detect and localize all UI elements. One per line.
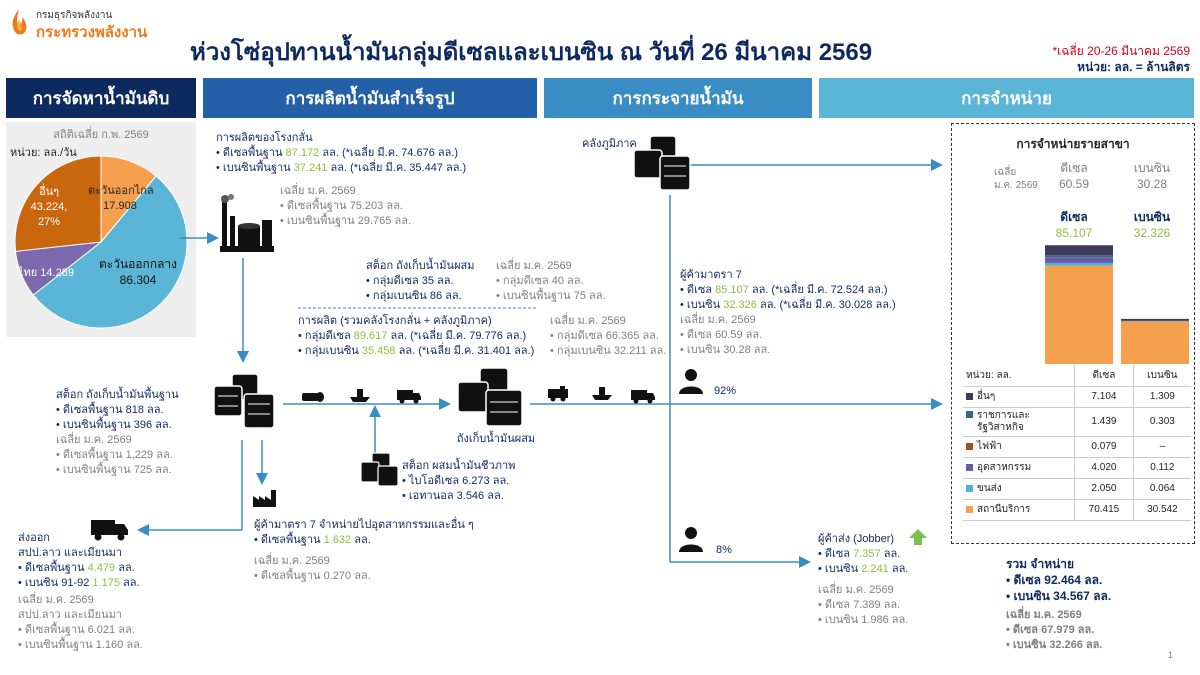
base-stock-tanks-icon: [213, 373, 275, 429]
share-8: 8%: [716, 544, 732, 556]
pie-label-other: อื่นๆ 43.224, 27%: [30, 186, 68, 228]
table-row: ไฟฟ้า 0.079–: [963, 436, 1191, 458]
bar-segment-0-4: [1045, 255, 1113, 258]
crude-unit: หน่วย: ลล./วัน: [10, 147, 77, 159]
page-title: ห่วงโซ่อุปทานน้ำมันกลุ่มดีเซลและเบนซิน ณ…: [190, 39, 873, 66]
truck-icon: [397, 390, 421, 404]
truck-icon-2: [631, 390, 655, 404]
unit-cell: หน่วย: ลล.: [963, 365, 1075, 387]
section-distribution: การกระจายน้ำมัน: [544, 78, 812, 118]
share-92: 92%: [714, 385, 737, 397]
export-truck-icon: [91, 520, 128, 541]
blend-stock-avg: เฉลี่ย ม.ค. 2569 กลุ่มดีเซล 40 ลล. เบนซิ…: [496, 259, 626, 304]
crude-pie-chart: [14, 155, 188, 329]
production-block: การผลิต (รวมคลังโรงกลั่น + คลังภูมิภาค) …: [298, 314, 558, 359]
ship-icon-2: [592, 387, 612, 400]
blend-tanks-icon: [457, 367, 523, 427]
branch-avg-label: เฉลี่ยม.ค. 2569: [994, 167, 1038, 191]
section-refining: การผลิตน้ำมันสำเร็จรูป: [203, 78, 537, 118]
bio-stock-block: สต็อก ผสมน้ำมันชีวภาพ ไบโอดีเซล 6.273 ลล…: [402, 459, 562, 504]
base-stock-block: สต็อก ถังเก็บน้ำมันพื้นฐาน ดีเซลพื้นฐาน …: [56, 388, 206, 478]
blend-stock-block: สต็อก ถังเก็บน้ำมันผสม กลุ่มดีเซล 35 ลล.…: [366, 259, 506, 304]
refinery-title: การผลิตของโรงกลั่น: [216, 132, 313, 144]
refinery-avg: เฉลี่ย ม.ค. 2569 ดีเซลพื้นฐาน 75.203 ลล.…: [280, 184, 480, 229]
unit-note: หน่วย: ลล. = ล้านลิตร: [1077, 60, 1190, 74]
bar-segment-0-2: [1045, 257, 1113, 263]
avg-note: *เฉลี่ย 20-26 มีนาคม 2569: [1052, 44, 1190, 58]
person-icon-8: [679, 527, 703, 552]
pie-slice-1: [32, 175, 188, 329]
export-block: ส่งออก สปป.ลาว และเมียนมา ดีเซลพื้นฐาน 4…: [18, 531, 188, 653]
branch-sales-box: [951, 123, 1195, 544]
pipeline-icon: [302, 392, 324, 402]
bio-tanks-icon: [360, 452, 399, 487]
pie-label-thai: ไทย 14.289: [18, 267, 74, 279]
bar-segment-0-5: [1045, 245, 1113, 256]
bar-segment-1-0: [1121, 321, 1189, 364]
person-icon-92: [679, 369, 703, 394]
train-icon: [548, 386, 568, 402]
pie-label-mideast: ตะวันออกกลาง 86.304: [98, 257, 178, 287]
branch-sales-title: การจำหน่ายรายสาขา: [1016, 137, 1130, 151]
page-number: 1: [1168, 650, 1174, 660]
logo-dept: กรมธุรกิจพลังงาน: [36, 10, 113, 21]
branch-stacked-bar-chart: [1045, 245, 1189, 364]
col-diesel: ดีเซล: [1074, 365, 1134, 387]
crude-stat-label: สถิติเฉลี่ย ก.พ. 2569: [53, 129, 149, 141]
total-block: รวม จำหน่าย ดีเซล 92.464 ลล. เบนซิน 34.5…: [1006, 556, 1186, 653]
blend-tank-label: ถังเก็บน้ำมันผสม: [456, 433, 536, 445]
industry-block: ผู้ค้ามาตรา 7 จำหน่ายไปอุตสาหกรรมและอื่น…: [254, 518, 544, 584]
logo: กรมธุรกิจพลังงาน กระทรวงพลังงาน: [8, 6, 188, 41]
regional-depot-label: คลังภูมิภาค: [582, 138, 637, 150]
up-arrow-icon: [909, 529, 927, 545]
flame-logo-icon: [12, 9, 27, 35]
section-sales: การจำหน่าย: [819, 78, 1194, 118]
refinery-icon: [220, 194, 274, 252]
bar-segment-0-0: [1045, 265, 1113, 364]
logo-ministry: กระทรวงพลังงาน: [36, 24, 148, 41]
factory-icon: [253, 490, 276, 507]
jobber-block: ผู้ค้าส่ง (Jobber) ดีเซล 7.357 ลล. เบนซิ…: [818, 532, 958, 628]
refinery-block: การผลิตของโรงกลั่น ดีเซลพื้นฐาน 87.172 ล…: [216, 131, 516, 176]
regional-depot-icon: [633, 135, 691, 191]
col-benzin: เบนซิน: [1132, 365, 1191, 387]
production-avg: เฉลี่ย ม.ค. 2569 กลุ่มดีเซล 66.365 ลล. ก…: [550, 314, 670, 359]
ship-icon: [350, 389, 370, 402]
section-procurement: การจัดหาน้ำมันดิบ: [6, 78, 196, 118]
table-header-row: หน่วย: ลล. ดีเซล เบนซิน: [963, 365, 1191, 387]
bar-segment-0-1: [1045, 262, 1113, 266]
pie-label-fareast: ตะวันออกไกล 17.908: [88, 185, 154, 212]
bar-segment-1-5: [1121, 318, 1189, 321]
pie-slice-3: [14, 155, 102, 252]
trader7-block: ผู้ค้ามาตรา 7 ดีเซล 85.107 ลล. (*เฉลี่ย …: [680, 268, 950, 358]
